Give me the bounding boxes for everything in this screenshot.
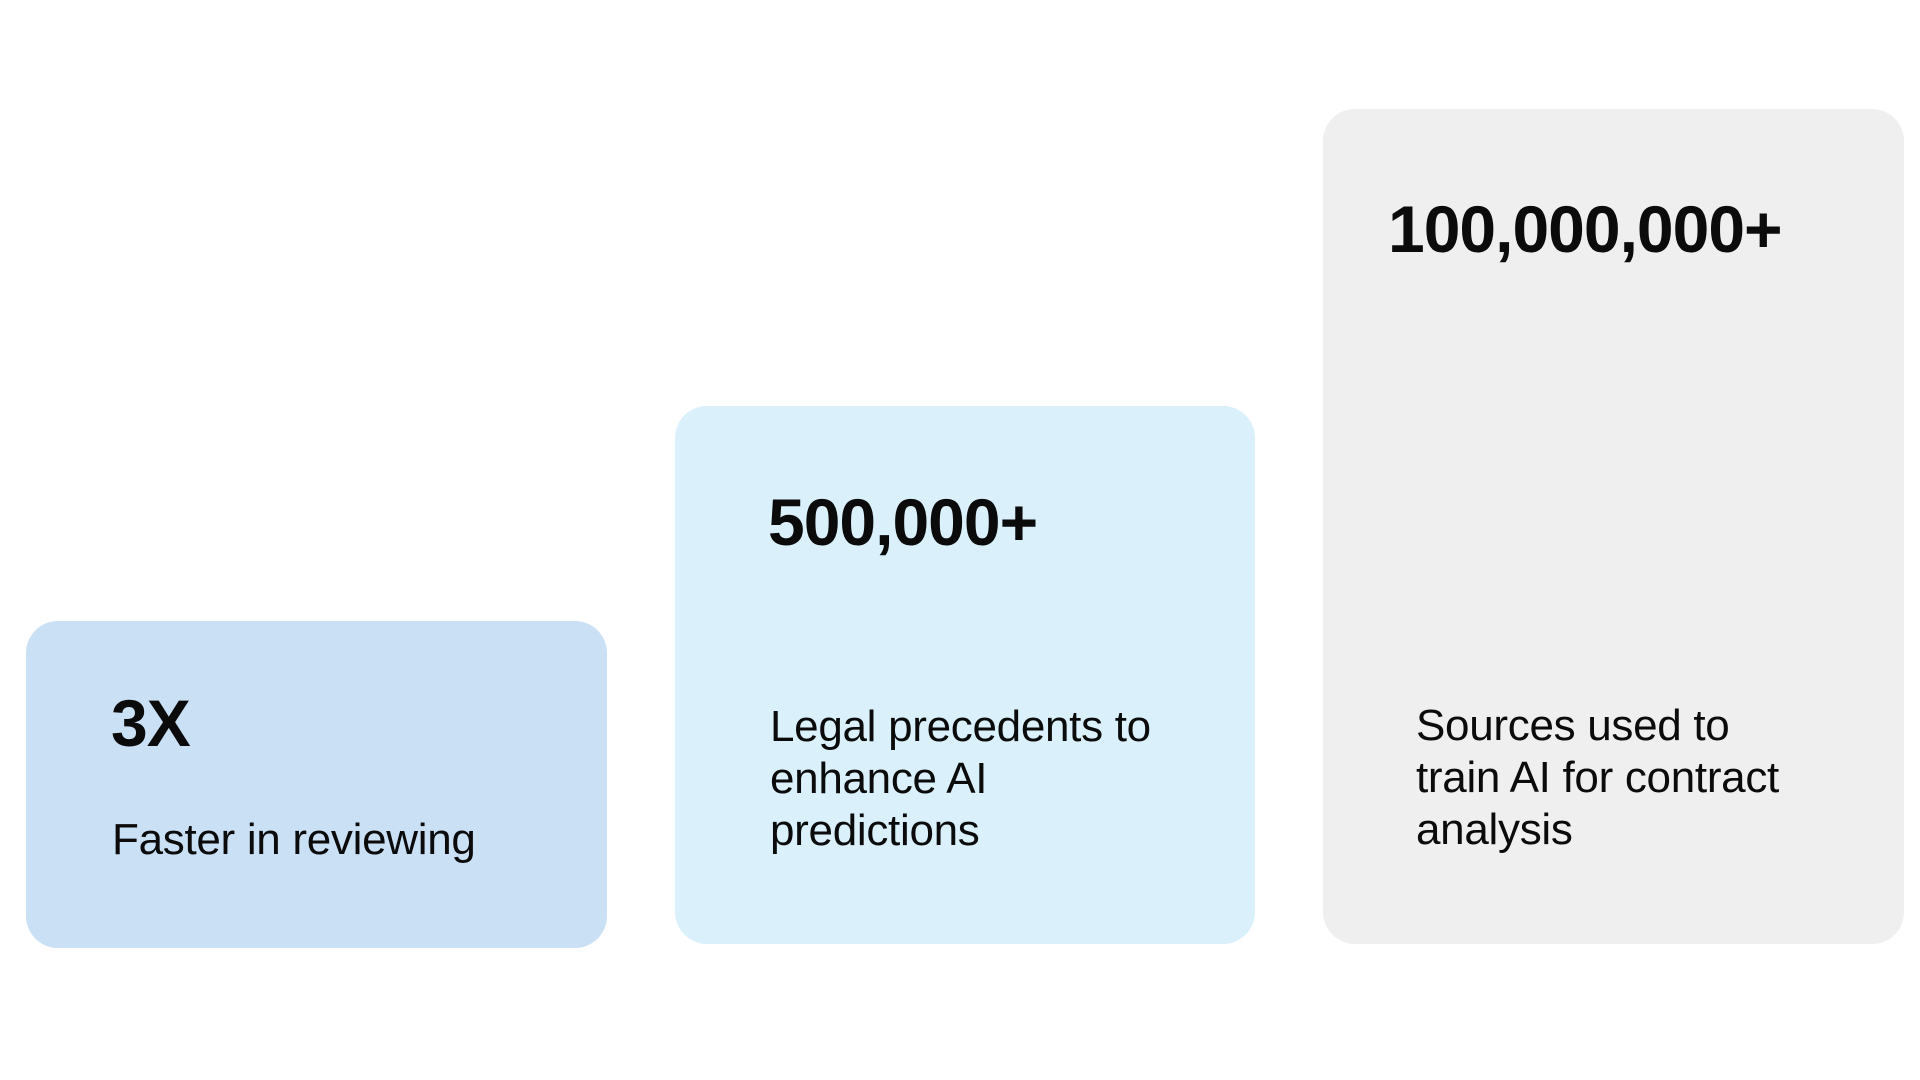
stat-value: 3X [111,686,191,760]
stat-card-speed: 3X Faster in reviewing [26,621,607,948]
stat-description: Faster in reviewing [112,815,476,864]
stat-description: Legal precedents to enhance AI predictio… [770,702,1151,855]
stat-card-sources: 100,000,000+ Sources used to train AI fo… [1323,109,1904,944]
stat-value: 100,000,000+ [1388,192,1783,266]
stat-card-precedents: 500,000+ Legal precedents to enhance AI … [675,406,1255,944]
stat-value: 500,000+ [768,485,1038,559]
stat-description: Sources used to train AI for contract an… [1416,701,1779,854]
